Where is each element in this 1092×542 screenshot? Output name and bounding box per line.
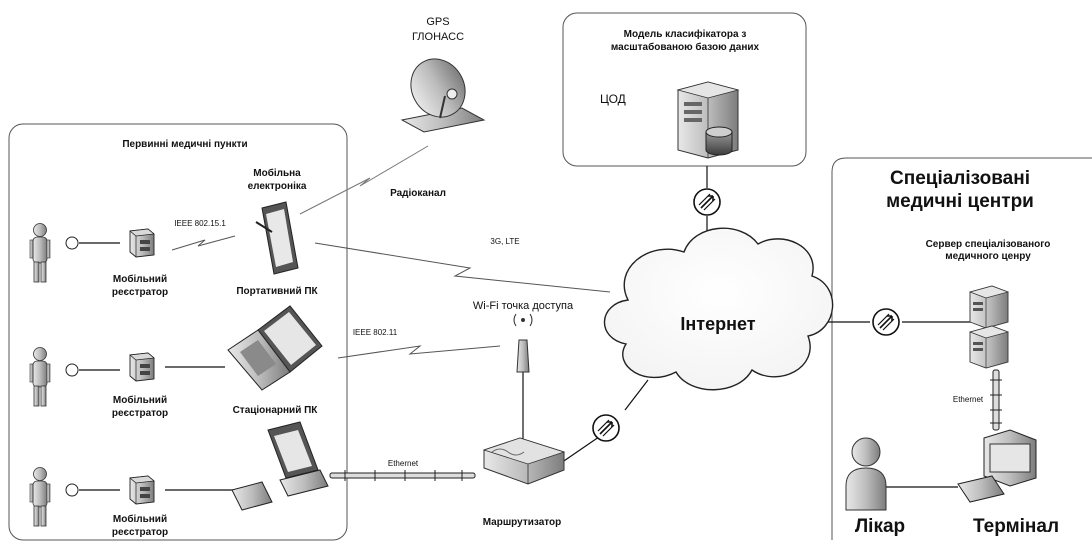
sensor-icon-3 bbox=[65, 483, 79, 497]
recorder-label-2a: Мобільний bbox=[113, 394, 167, 406]
mobile-electronics-line2: електроніка bbox=[248, 181, 307, 192]
sensor-icon-2 bbox=[65, 363, 79, 377]
recorder-icon-1 bbox=[129, 228, 155, 258]
recorder-label-2b: реєстратор bbox=[112, 408, 168, 419]
laptop-icon bbox=[227, 305, 323, 391]
ethernet-label-primary: Ethernet bbox=[388, 459, 419, 468]
internet-cloud bbox=[603, 227, 834, 391]
database-icon bbox=[705, 126, 733, 156]
router-label: Маршрутизатор bbox=[483, 517, 562, 528]
lte-label: 3G, LTE bbox=[490, 237, 519, 246]
patient-icon-2 bbox=[29, 347, 51, 407]
desktop-pc-icon bbox=[231, 421, 329, 511]
stationary-pc-label: Стаціонарний ПК bbox=[233, 405, 319, 416]
tablet-icon bbox=[255, 201, 299, 275]
server-label-line1: Сервер спеціалізованого bbox=[926, 239, 1051, 250]
primary-title: Первинні медичні пункти bbox=[122, 139, 247, 150]
bluetooth-link bbox=[171, 235, 236, 251]
terminal-icon bbox=[957, 429, 1037, 503]
satellite-label-glonass: ГЛОНАСС bbox=[412, 31, 464, 43]
router-symbol-specialized bbox=[872, 308, 900, 336]
patient-icon-1 bbox=[29, 223, 51, 283]
terminal-label: Термінал bbox=[973, 516, 1059, 537]
dc-label: ЦОД bbox=[600, 92, 626, 106]
wifi-link bbox=[337, 345, 501, 359]
lte-link bbox=[314, 242, 611, 293]
satellite-label-gps: GPS bbox=[426, 16, 449, 28]
portable-pc-label: Портативний ПК bbox=[236, 286, 318, 297]
recorder-label-1b: реєстратор bbox=[112, 287, 168, 298]
recorder-label-3b: реєстратор bbox=[112, 527, 168, 538]
router-symbol-datacenter bbox=[693, 188, 721, 216]
radio-link bbox=[299, 145, 429, 215]
wifi-antenna-icon bbox=[513, 313, 533, 373]
ieee-802-15-label: IEEE 802.15.1 bbox=[174, 219, 226, 228]
router-symbol-router bbox=[592, 414, 620, 442]
specialized-centers-frame bbox=[831, 157, 1092, 540]
recorder-icon-2 bbox=[129, 352, 155, 382]
ethernet-bus-specialized bbox=[990, 369, 1002, 431]
specialized-title-line1: Спеціалізовані bbox=[890, 168, 1030, 189]
wifi-label: Wi-Fi точка доступа bbox=[473, 300, 574, 312]
recorder-icon-3 bbox=[129, 475, 155, 505]
specialized-server-icon bbox=[969, 285, 1009, 369]
internet-label: Інтернет bbox=[680, 314, 755, 334]
router-device-icon bbox=[482, 437, 566, 485]
ethernet-label-specialized: Ethernet bbox=[953, 395, 984, 404]
recorder-label-1a: Мобільний bbox=[113, 273, 167, 285]
dc-title-line1: Модель класифікатора з bbox=[624, 28, 747, 40]
sensor-icon-1 bbox=[65, 236, 79, 250]
radio-channel-label: Радіоканал bbox=[390, 188, 446, 199]
doctor-label: Лікар bbox=[855, 516, 905, 537]
mobile-electronics-line1: Мобільна bbox=[253, 167, 301, 179]
recorder-label-3a: Мобільний bbox=[113, 513, 167, 525]
primary-care-frame bbox=[8, 123, 348, 541]
data-center-frame bbox=[562, 12, 807, 167]
server-label-line2: медичного ценру bbox=[945, 251, 1031, 262]
doctor-icon bbox=[845, 437, 887, 511]
patient-icon-3 bbox=[29, 467, 51, 527]
dc-title-line2: масштабованою базою даних bbox=[611, 41, 760, 53]
specialized-title-line2: медичні центри bbox=[886, 191, 1034, 212]
ieee-802-11-label: IEEE 802.11 bbox=[353, 328, 398, 337]
satellite-dish-icon bbox=[400, 58, 486, 133]
ethernet-bus-primary bbox=[329, 470, 476, 481]
